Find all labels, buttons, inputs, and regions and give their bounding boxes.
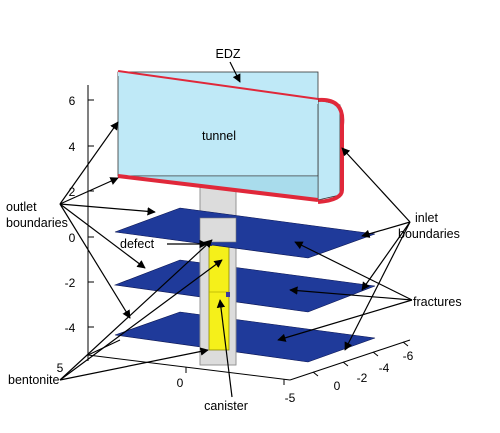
z-tick-label: -2: [65, 276, 76, 290]
y-tick-label: 0: [334, 379, 341, 393]
defect-label: defect: [120, 237, 155, 251]
fracture-middle: [113, 259, 376, 313]
tunnel-label: tunnel: [202, 129, 236, 143]
x-tick-label: 0: [177, 376, 184, 390]
bentonite-label: bentonite: [8, 373, 59, 387]
y-tick-label: -4: [379, 361, 390, 375]
outlet-label-line1: outlet: [6, 200, 37, 214]
axes-frame: [87, 85, 411, 381]
fracture-top: [114, 207, 376, 259]
z-tick-label: 4: [69, 140, 76, 154]
z-axis-labels: 6 4 2 0 -2 -4: [65, 94, 76, 335]
canister: [208, 244, 230, 351]
inlet-label-line1: inlet: [415, 211, 438, 225]
edz-bottom-edge: [117, 174, 319, 202]
edz-end-curve: [317, 97, 345, 204]
outlet-label-line2: boundaries: [6, 216, 68, 230]
y-tick-label: -6: [403, 349, 414, 363]
inlet-label-line2: boundaries: [398, 227, 460, 241]
fracture-bottom: [114, 311, 376, 363]
x-tick-label: -5: [285, 391, 296, 405]
canister-label: canister: [204, 399, 248, 413]
edz-label: EDZ: [216, 47, 241, 61]
z-tick-label: 6: [69, 94, 76, 108]
z-tick-label: 0: [69, 231, 76, 245]
fractures-label: fractures: [413, 295, 462, 309]
annotation-arrows: [59, 61, 413, 398]
z-axis-ticks: [88, 99, 94, 328]
y-tick-label: -2: [357, 371, 368, 385]
x-axis-ticks: [87, 355, 285, 385]
z-tick-label: -4: [65, 321, 76, 335]
tunnel: [117, 70, 345, 204]
x-tick-label: 5: [57, 361, 64, 375]
tunnel-end-face: [317, 99, 341, 201]
z-tick-label: 2: [69, 185, 76, 199]
y-axis-ticks: [312, 341, 409, 377]
